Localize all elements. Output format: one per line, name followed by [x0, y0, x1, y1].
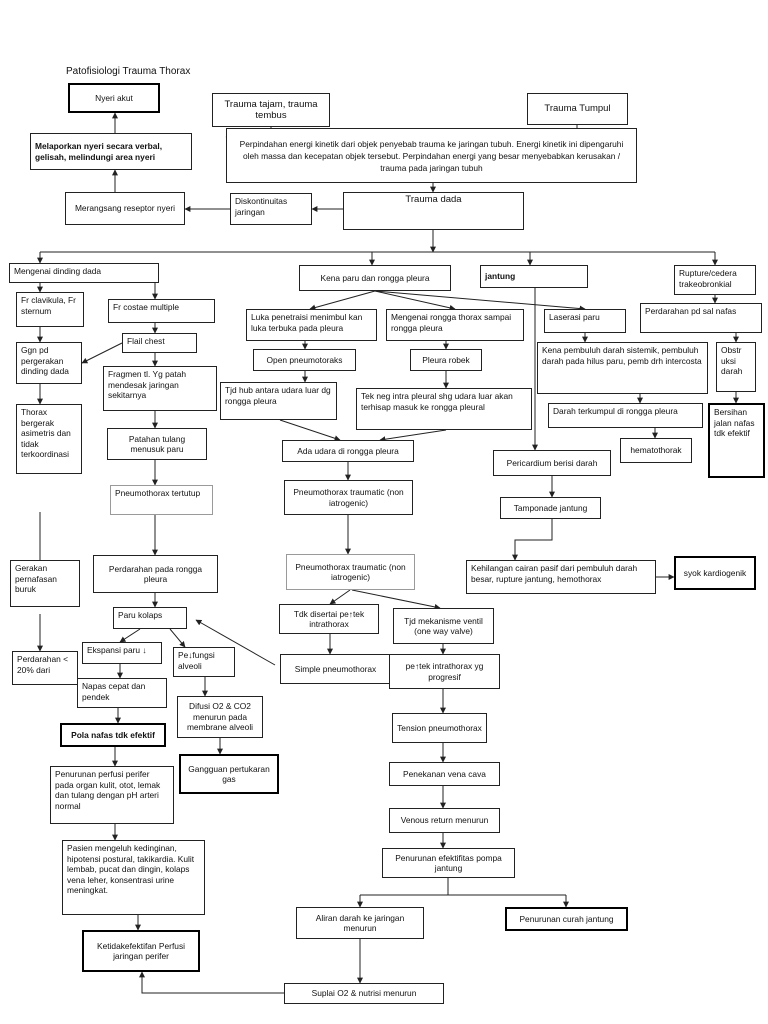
connector-traumatic2-tjd	[351, 589, 441, 610]
node-trauma-tumpul: Trauma Tumpul	[527, 93, 628, 125]
node-difusi-o2-co2: Difusi O2 & CO2 menurun pada membrane al…	[177, 696, 263, 738]
connector-tjd-ada	[279, 419, 341, 442]
node-open-pneumotoraks: Open pneumotoraks	[253, 349, 356, 371]
node-fragmen-tulang: Fragmen tl. Yg patah mendesak jaringan s…	[103, 366, 217, 411]
node-perpindahan-energi: Perpindahan energi kinetik dari objek pe…	[226, 128, 637, 183]
node-bersihan-jalan-nafas: Bersihan jalan nafas tdk efektif	[708, 403, 765, 478]
node-pericardium-berisi-darah: Pericardium berisi darah	[493, 450, 611, 476]
node-trauma-dada: Trauma dada	[343, 192, 524, 230]
node-obstruksi-darah: Obstr uksi darah	[716, 342, 756, 392]
connector-traumatic2-tdk	[329, 589, 351, 605]
node-tension-pneumothorax: Tension pneumothorax	[392, 713, 487, 743]
node-simple-pneumothorax: Simple pneumothorax	[280, 654, 391, 684]
node-ekspansi-paru: Ekspansi paru ↓	[82, 642, 162, 664]
node-ada-udara-rongga-pleura: Ada udara di rongga pleura	[282, 440, 414, 462]
node-paru-kolaps: Paru kolaps	[113, 607, 187, 629]
node-penurunan-perfusi-perifer: Penurunan perfusi perifer pada organ kul…	[50, 766, 174, 824]
node-laserasi-paru: Laserasi paru	[544, 309, 626, 333]
connector-suplai-ketidakefektifan	[139, 971, 284, 994]
node-tamponade-jantung: Tamponade jantung	[500, 497, 601, 519]
connector-paru-rongga	[374, 290, 456, 311]
connector-kolaps-fungsi	[169, 628, 186, 648]
diagram-title: Patofisiologi Trauma Thorax	[66, 66, 191, 77]
node-napas-cepat-pendek: Napas cepat dan pendek	[77, 678, 167, 708]
node-melaporkan-nyeri: Melaporkan nyeri secara verbal, gelisah,…	[30, 133, 192, 170]
node-gerakan-pernafasan-buruk: Gerakan pernafasan buruk	[10, 560, 80, 607]
node-jantung: jantung	[480, 265, 588, 288]
connector-paru-laserasi	[374, 290, 586, 312]
node-pe-fungsi-alveoli: Pe↓fungsi alveoli	[173, 647, 235, 677]
node-pe-tek-intrathorax-progresif: pe↑tek intrathorax yg progresif	[389, 654, 500, 689]
node-perdarahan-20-persen: Perdarahan < 20% dari	[12, 651, 78, 685]
node-penurunan-efektifitas-pompa: Penurunan efektifitas pompa jantung	[382, 848, 515, 878]
node-ketidakefektifan-perfusi: Ketidakefektifan Perfusi jaringan perife…	[82, 930, 200, 972]
node-thorax-asimetris: Thorax bergerak asimetris dan tidak terk…	[16, 404, 82, 474]
node-aliran-darah-menurun: Aliran darah ke jaringan menurun	[296, 907, 424, 939]
node-fr-clavikula: Fr clavikula, Fr sternum	[16, 292, 84, 327]
node-pleura-robek: Pleura robek	[410, 349, 482, 371]
node-rupture-trakeobronkial: Rupture/cedera trakeobronkial	[674, 265, 756, 295]
node-hematothorak: hematothorak	[620, 438, 692, 463]
node-patahan-tulang: Patahan tulang menusuk paru	[107, 428, 207, 460]
node-luka-penetrasi: Luka penetraisi menimbul kan luka terbuk…	[246, 309, 377, 341]
node-mengenai-rongga-thorax: Mengenai rongga thorax sampai rongga ple…	[386, 309, 524, 341]
node-kena-paru-rongga-pleura: Kena paru dan rongga pleura	[299, 265, 451, 291]
node-pneumothorax-traumatic-1: Pneumothorax traumatic (non iatrogenic)	[284, 480, 413, 515]
node-venous-return-menurun: Venous return menurun	[389, 808, 500, 833]
node-darah-terkumpul: Darah terkumpul di rongga pleura	[548, 403, 703, 428]
node-perdarahan-sal-nafas: Perdarahan pd sal nafas	[640, 303, 762, 333]
node-tek-neg-intra-pleural: Tek neg intra pleural shg udara luar aka…	[356, 388, 532, 430]
node-fr-costae-multiple: Fr costae multiple	[108, 299, 215, 323]
node-ggn-pergerakan-dinding: Ggn pd pergerakan dinding dada	[16, 342, 82, 384]
connector-simple-kolaps	[195, 619, 276, 666]
node-kehilangan-cairan: Kehilangan cairan pasif dari pembuluh da…	[466, 560, 656, 594]
node-pneumothorax-traumatic-2: Pneumothorax traumatic (non iatrogenic)	[286, 554, 415, 590]
node-nyeri-akut: Nyeri akut	[68, 83, 160, 113]
node-gangguan-pertukaran-gas: Gangguan pertukaran gas	[179, 754, 279, 794]
node-trauma-tajam: Trauma tajam, trauma tembus	[212, 93, 330, 127]
node-flail-chest: Flail chest	[122, 333, 197, 353]
node-mengenai-dinding-dada: Mengenai dinding dada	[9, 263, 159, 283]
node-tjd-hub-udara-luar: Tjd hub antara udara luar dg rongga pleu…	[220, 382, 337, 420]
node-kena-pembuluh-darah: Kena pembuluh darah sistemik, pembuluh d…	[537, 342, 708, 394]
node-tdk-disertai-tek: Tdk disertai pe↑tek intrathorax	[279, 604, 379, 634]
node-merangsang-reseptor: Merangsang reseptor nyeri	[65, 192, 185, 225]
node-penekanan-vena-cava: Penekanan vena cava	[389, 762, 500, 786]
node-suplai-o2-nutrisi: Suplai O2 & nutrisi menurun	[284, 983, 444, 1004]
connector-flail-ggn	[81, 342, 123, 364]
node-pasien-mengeluh: Pasien mengeluh kedinginan, hipotensi po…	[62, 840, 205, 915]
connector-tamponade-kehilangan	[512, 519, 553, 561]
node-pola-nafas-tdk-efektif: Pola nafas tdk efektif	[60, 723, 166, 747]
node-pneumothorax-tertutup: Pneumothorax tertutup	[110, 485, 213, 515]
node-penurunan-curah-jantung: Penurunan curah jantung	[505, 907, 628, 931]
node-diskontinuitas-jaringan: Diskontinuitas jaringan	[230, 193, 312, 225]
connector-kolaps-ekspansi	[119, 628, 141, 643]
node-perdarahan-rongga-pleura: Perdarahan pada rongga pleura	[93, 555, 218, 593]
node-tjd-mekanisme-ventil: Tjd mekanisme ventil (one way valve)	[393, 608, 494, 644]
connector-paru-luka	[309, 290, 376, 311]
node-syok-kardiogenik: syok kardiogenik	[674, 556, 756, 590]
connector-tek-ada	[379, 429, 447, 443]
